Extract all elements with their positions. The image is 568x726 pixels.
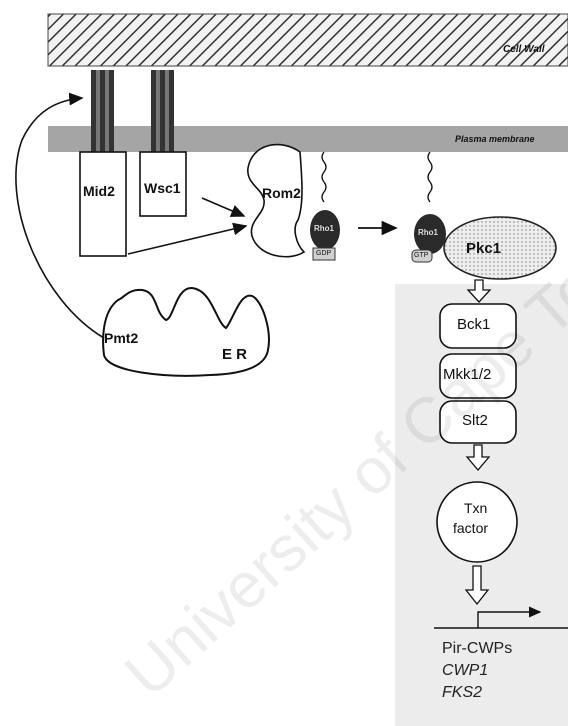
promoter-arrow (477, 606, 542, 628)
er-outline (102, 286, 270, 377)
gtp-label: GTP (414, 252, 429, 259)
cell-wall-label: Cell Wall (503, 44, 545, 55)
txn-label: Txn (464, 500, 488, 516)
gene-cwp1: CWP1 (442, 662, 489, 679)
rho1-gtp-label: Rho1 (418, 228, 438, 237)
pmt2-label: Pmt2 (104, 330, 139, 346)
rho1-gdp-anchor (321, 151, 327, 203)
mid2-box (79, 151, 127, 257)
mid2-sensor-stalk (91, 70, 114, 152)
wsc1-sensor-stalk (151, 70, 174, 152)
rom2-shape (247, 143, 306, 258)
rho1-gtp-anchor (427, 151, 433, 203)
mid2-to-rom2-arrow (127, 222, 248, 255)
txn-factor-circle (436, 481, 518, 563)
pmt2-to-mid2-arrow (15, 92, 105, 339)
rho1-gtp-blob (414, 214, 446, 254)
wsc1-box (139, 151, 187, 217)
rom2-label: Rom2 (262, 185, 301, 201)
wsc1-to-rom2-arrow (201, 197, 246, 217)
wsc1-label: Wsc1 (144, 180, 181, 196)
txn-to-gene-arrow (464, 565, 490, 606)
slt2-to-txn-arrow (465, 444, 491, 472)
bck1-label: Bck1 (457, 316, 491, 333)
mid2-label: Mid2 (83, 183, 115, 199)
cell-wall (47, 13, 568, 67)
slt2-box (439, 400, 517, 444)
rho1-gdp-label: Rho1 (314, 224, 334, 233)
bck1-box (439, 303, 517, 349)
plasma-membrane-label: Plasma membrane (455, 134, 535, 144)
gtp-tag (411, 249, 433, 263)
pkc1-label: Pkc1 (466, 240, 502, 257)
factor-label: factor (453, 520, 489, 536)
pkc1-shape (443, 216, 557, 280)
gdp-label: GDP (316, 250, 332, 257)
gene-fks2: FKS2 (442, 684, 483, 701)
plasma-membrane (48, 126, 568, 152)
mkk12-label: Mkk1/2 (443, 366, 492, 383)
gene-pir-cwps: Pir-CWPs (442, 640, 513, 657)
gdp-tag (312, 247, 336, 261)
er-label: E R (222, 346, 248, 363)
pkc1-to-bck1-arrow (466, 279, 492, 303)
rho1-gdp-blob (310, 210, 340, 250)
slt2-label: Slt2 (462, 412, 488, 429)
mkk12-box (439, 353, 517, 399)
